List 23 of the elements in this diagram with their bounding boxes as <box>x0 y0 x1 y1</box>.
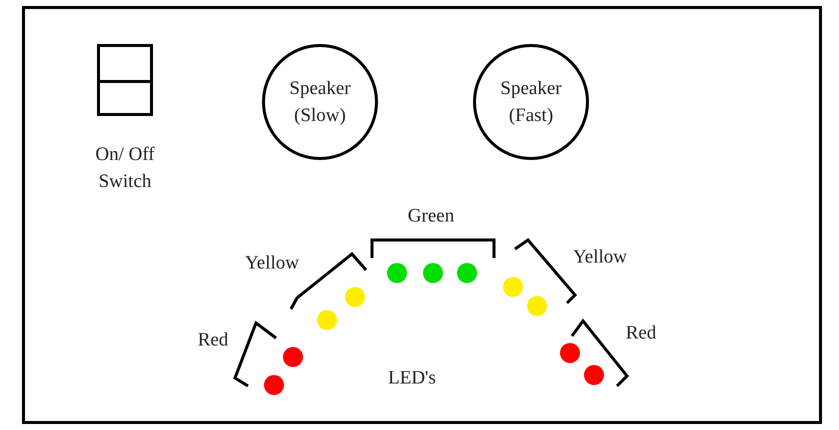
bracket-label: Red <box>198 328 228 352</box>
led-light <box>264 375 284 395</box>
bracket-label: Red <box>626 322 656 346</box>
led-light <box>317 310 337 330</box>
led-light <box>283 347 303 367</box>
led-light <box>457 263 477 283</box>
led-light <box>345 287 365 307</box>
switch-caption: On/ Off Switch <box>94 143 156 194</box>
speaker-label: Speaker (Slow) <box>288 77 352 128</box>
speaker-label: Speaker (Fast) <box>499 77 563 128</box>
speaker-circle <box>262 44 378 160</box>
led-light <box>503 277 523 297</box>
leds-caption: LED's <box>388 366 436 390</box>
speaker-circle <box>473 44 589 160</box>
switch-box <box>97 44 153 116</box>
bracket-label: Green <box>408 204 454 228</box>
bracket-label: Yellow <box>572 246 628 270</box>
led-light <box>584 365 604 385</box>
led-light <box>527 296 547 316</box>
led-light <box>423 263 443 283</box>
bracket-label: Yellow <box>244 252 300 276</box>
led-light <box>560 343 580 363</box>
led-light <box>387 263 407 283</box>
